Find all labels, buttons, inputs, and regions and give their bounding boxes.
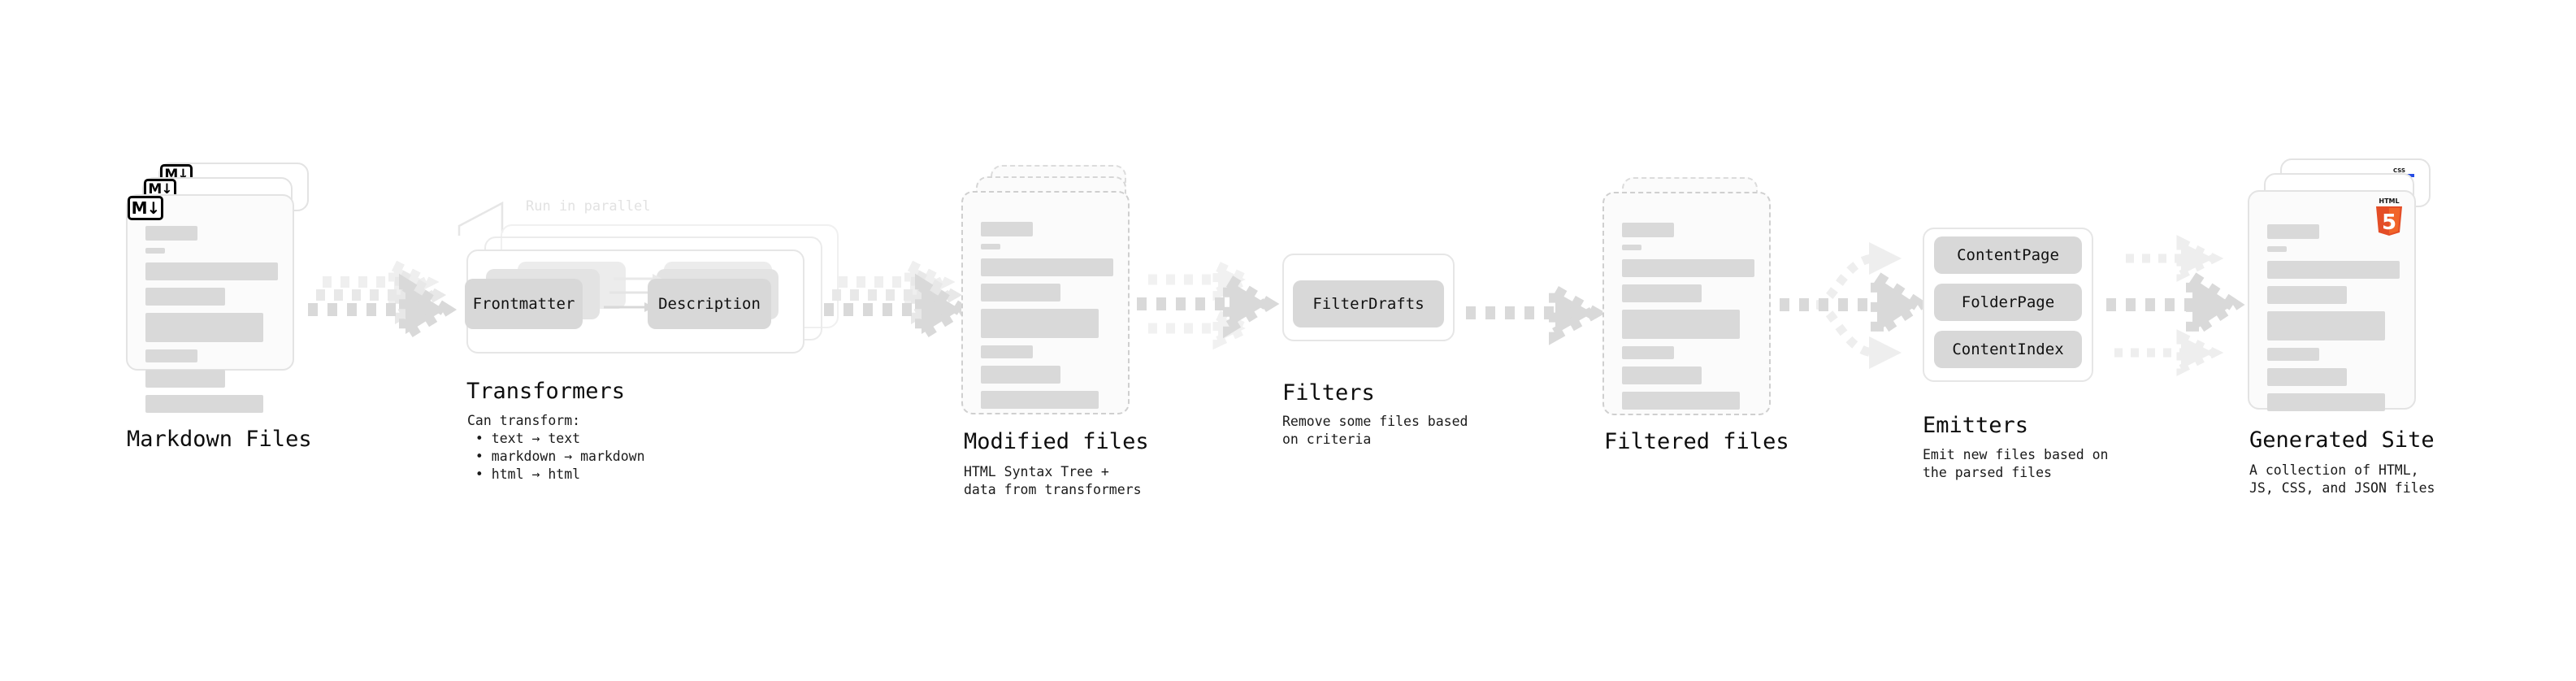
- arrow-modified-to-filters: [1137, 258, 1280, 350]
- placeholder-line: [2267, 311, 2385, 340]
- generated-placeholder-lines: [2267, 224, 2400, 419]
- modified-files-caption-line: HTML Syntax Tree +: [964, 464, 1109, 479]
- markdown-badge-front: M↓: [128, 196, 163, 220]
- filtered-placeholder-lines: [1622, 223, 1754, 417]
- placeholder-line: [1622, 392, 1740, 410]
- emitters-chip-folderpage[interactable]: FolderPage: [1934, 284, 2082, 321]
- placeholder-line: [981, 284, 1060, 301]
- placeholder-line: [145, 248, 165, 254]
- modified-card-front: [961, 191, 1130, 414]
- placeholder-line: [2267, 224, 2319, 239]
- filtered-files-stack: [1602, 177, 1781, 437]
- transformers-caption-line: Can transform:: [467, 413, 581, 428]
- generated-site-caption-line: A collection of HTML,: [2249, 462, 2419, 478]
- generated-site-title: Generated Site: [2249, 427, 2435, 453]
- modified-files-caption-line: data from transformers: [964, 482, 1142, 497]
- placeholder-line: [145, 395, 263, 413]
- modified-files-caption: HTML Syntax Tree + data from transformer…: [964, 463, 1142, 499]
- placeholder-line: [981, 345, 1033, 358]
- placeholder-line: [145, 313, 263, 342]
- placeholder-line: [145, 349, 197, 362]
- modified-placeholder-lines: [981, 222, 1113, 416]
- placeholder-line: [981, 391, 1099, 409]
- placeholder-line: [981, 309, 1099, 338]
- html5-digit: 5: [2382, 210, 2396, 235]
- filters-caption: Remove some files based on criteria: [1282, 413, 1468, 449]
- placeholder-line: [1622, 284, 1702, 302]
- emitters-chip-contentindex[interactable]: ContentIndex: [1934, 331, 2082, 368]
- placeholder-line: [145, 226, 197, 241]
- transformers-title: Transformers: [466, 379, 626, 404]
- emitters-caption-line: the parsed files: [1923, 465, 2052, 480]
- filters-chip-filterdrafts[interactable]: FilterDrafts: [1293, 280, 1444, 327]
- transformers-chip-description[interactable]: Description: [648, 279, 771, 329]
- svg-text:CSS: CSS: [2393, 167, 2405, 174]
- modified-files-stack: [961, 165, 1140, 425]
- placeholder-line: [981, 244, 1000, 249]
- generated-site-caption: A collection of HTML, JS, CSS, and JSON …: [2249, 462, 2435, 497]
- emitters-title: Emitters: [1923, 413, 2029, 438]
- run-in-parallel-bracket: [458, 201, 504, 236]
- arrow-emitters-to-site: [2106, 235, 2245, 376]
- transformers-caption-line: • markdown → markdown: [467, 449, 645, 464]
- placeholder-line: [981, 366, 1060, 384]
- placeholder-line: [2267, 261, 2400, 279]
- placeholder-line: [145, 262, 278, 280]
- filtered-card-front: [1602, 192, 1771, 415]
- generated-site-caption-line: JS, CSS, and JSON files: [2249, 480, 2435, 496]
- placeholder-line: [981, 258, 1113, 276]
- placeholder-line: [2267, 393, 2385, 411]
- filters-caption-line: on criteria: [1282, 432, 1372, 447]
- run-in-parallel-label: Run in parallel: [526, 198, 651, 215]
- filtered-files-title: Filtered files: [1604, 429, 1789, 454]
- transformers-caption-line: • text → text: [467, 431, 581, 446]
- markdown-card-front: M↓: [126, 194, 294, 413]
- placeholder-line: [2267, 348, 2319, 361]
- markdown-files-stack: M↓ M↓ M↓: [126, 163, 313, 423]
- emitters-caption: Emit new files based on the parsed files: [1923, 446, 2108, 482]
- filters-caption-line: Remove some files based: [1282, 414, 1468, 429]
- placeholder-line: [1622, 310, 1740, 339]
- html5-wordmark: HTML: [2379, 197, 2399, 205]
- arrow-transformers-to-modified: [824, 256, 974, 346]
- placeholder-line: [145, 288, 225, 306]
- modified-files-title: Modified files: [964, 429, 1149, 454]
- placeholder-line: [1622, 223, 1674, 237]
- placeholder-line: [981, 222, 1033, 236]
- placeholder-line: [1622, 259, 1754, 277]
- generated-site-stack: CSS HTML 5: [2248, 158, 2435, 427]
- transformers-chip-frontmatter[interactable]: Frontmatter: [465, 279, 583, 329]
- placeholder-line: [2267, 246, 2287, 252]
- arrow-markdown-to-transformers: [308, 256, 458, 346]
- markdown-files-title: Markdown Files: [127, 427, 312, 452]
- emitters-caption-line: Emit new files based on: [1923, 447, 2109, 462]
- arrow-filtered-to-emitters: [1780, 242, 1930, 369]
- generated-card-front: HTML 5: [2248, 190, 2416, 411]
- transformers-caption: Can transform: • text → text • markdown …: [467, 412, 645, 484]
- placeholder-line: [2267, 368, 2347, 386]
- emitters-chip-contentpage[interactable]: ContentPage: [1934, 236, 2082, 274]
- markdown-placeholder-lines: [145, 226, 278, 420]
- arrow-filters-to-filtered: [1466, 280, 1607, 345]
- html5-badge: HTML 5: [2376, 197, 2402, 236]
- placeholder-line: [1622, 346, 1674, 359]
- placeholder-line: [145, 370, 225, 388]
- filters-title: Filters: [1282, 380, 1375, 406]
- placeholder-line: [1622, 367, 1702, 384]
- placeholder-line: [2267, 286, 2347, 304]
- transformers-caption-line: • html → html: [467, 466, 581, 482]
- placeholder-line: [1622, 245, 1641, 250]
